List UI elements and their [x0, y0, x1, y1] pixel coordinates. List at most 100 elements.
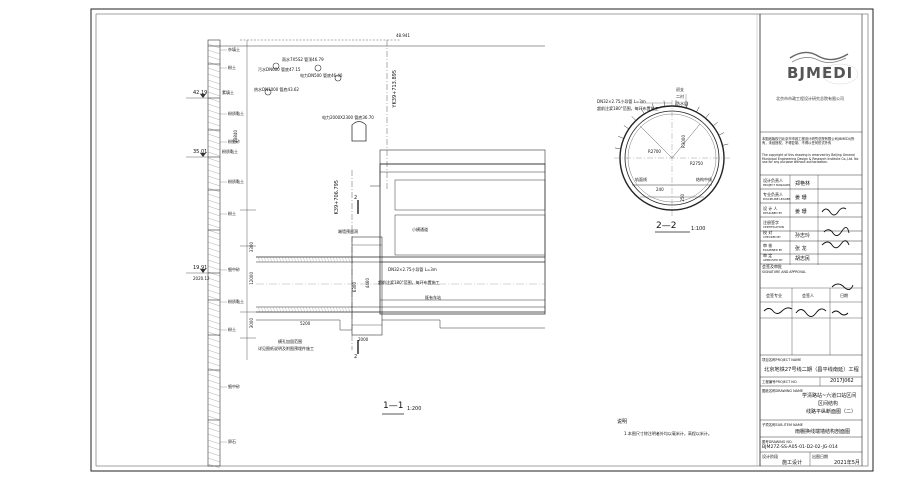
strata-hatch-line [208, 248, 220, 252]
tunnel-hatch-line [273, 257, 275, 262]
tunnel-hatch-line [303, 307, 305, 312]
tunnel-hatch-line [306, 307, 308, 312]
tunnel-hatch-line [330, 307, 332, 312]
sign-approval-en: SIGNATURE AND APPROVAL [762, 270, 806, 274]
tunnel-hatch-line [294, 257, 296, 262]
tb-person: 郑艳林 [795, 180, 810, 187]
grout-pipe-tick [722, 144, 728, 145]
grout-pipe-tick [696, 107, 699, 112]
notes-heading: 说明 [617, 420, 627, 425]
tunnel-hatch-line [324, 257, 326, 262]
strata-hatch-line [208, 140, 220, 144]
strata-label: 粉质黏土 [228, 112, 244, 116]
grout-pipe-tick [624, 126, 629, 129]
strata-hatch-line [208, 386, 220, 390]
drawing-name-3: 线路平纵断面图（二） [806, 408, 856, 415]
section-mark-bottom: 2 [354, 355, 357, 360]
tunnel-hatch-line [339, 307, 341, 312]
strata-label: 粉土 [228, 328, 236, 332]
strata-hatch-line [208, 308, 220, 312]
tunnel-hatch-line [279, 257, 281, 262]
section-2-scale: 1:100 [691, 227, 705, 232]
tunnel-hatch-line [321, 257, 323, 262]
section-2-lbl-c: 防水层 [676, 102, 688, 106]
dimension-v5: 6300 [353, 282, 357, 292]
strata-hatch-line [208, 230, 220, 234]
tunnel-hatch-line [348, 307, 350, 312]
strata-hatch-line [208, 122, 220, 126]
strata-hatch-line [208, 428, 220, 432]
elevation-3: 19.91 [193, 266, 207, 271]
sign-col-1: 会签专业 [766, 293, 782, 299]
project-name: 北京地铁27号线二期（昌平线南延）工程 [764, 366, 859, 373]
strata-hatch-line [208, 254, 220, 258]
strata-hatch-line [208, 116, 220, 120]
strata-hatch-line [208, 80, 220, 84]
strata-hatch-line [208, 92, 220, 96]
strata-hatch-line [208, 152, 220, 156]
section-mark-top: 2 [354, 196, 357, 201]
grout-pipe-tick [632, 116, 636, 120]
stage-value: 施工设计 [782, 459, 802, 466]
strata-hatch-line [208, 302, 220, 306]
strata-hatch-line [208, 326, 220, 330]
strata-hatch-line [208, 146, 220, 150]
strata-hatch-line [208, 206, 220, 210]
strata-label: 卵石 [228, 440, 236, 444]
date-value: 2021年5月 [834, 459, 860, 466]
strata-hatch-line [208, 50, 220, 54]
strata-hatch-line [208, 458, 220, 462]
strata-hatch-line [208, 212, 220, 216]
dimension-v1: 23840 [234, 130, 238, 143]
tunnel-hatch-line [288, 257, 290, 262]
strata-hatch-line [208, 410, 220, 414]
tunnel-hatch-line [327, 257, 329, 262]
project-no-label: 工程编号PROJECT NO. [762, 379, 797, 384]
grout-pipe-tick [719, 133, 724, 136]
strata-hatch-line [208, 260, 220, 264]
tunnel-hatch-line [264, 307, 266, 312]
grout-note-2: 超前注浆180°范围，每环布置施工 [378, 281, 440, 285]
tunnel-hatch-line [327, 307, 329, 312]
strata-hatch-line [208, 86, 220, 90]
dimension-v2: 3300 [250, 242, 254, 252]
tb-role-en: DESIGNED BY [763, 211, 782, 215]
date-label: 出图日期 [812, 454, 828, 460]
strata-hatch-line [208, 56, 220, 60]
section-2-lbl-b: 二衬 [676, 95, 684, 99]
tunnel-hatch-line [348, 257, 350, 262]
dimension-v3: 12000 [250, 272, 254, 285]
grout-pipe-tick [705, 114, 709, 119]
cross-label-2: 小横通道 [412, 228, 428, 232]
strata-hatch-line [208, 194, 220, 198]
section-2-dim-1: 250 [681, 194, 685, 202]
drawing-name-1: 学清路站~六道口站区间 [802, 392, 856, 399]
strata-hatch-line [208, 182, 220, 186]
grout-pipe-tick [618, 136, 624, 138]
strata-hatch-line [208, 284, 220, 288]
tunnel-hatch-line [318, 257, 320, 262]
drawing-no-label: 图号DRAWING NO. [762, 439, 792, 444]
pipe-label-4: 热水DN1000 管底43.62 [254, 88, 299, 92]
tb-role-en: EXAMINED BY [763, 248, 782, 252]
strata-hatch-line [208, 218, 220, 222]
strata-hatch-line [208, 398, 220, 402]
tunnel-hatch-line [333, 307, 335, 312]
tb-person: 张 龙 [795, 245, 807, 252]
strata-hatch-line [208, 344, 220, 348]
tunnel-hatch-line [339, 257, 341, 262]
tunnel-hatch-line [261, 257, 263, 262]
drawing-no: BJM27Z-SS-A05-01-D2-02-JG-014 [762, 445, 838, 450]
elevation-3-label: 2020.12 [193, 277, 210, 281]
elevation-2-label: 粉质黏土 [222, 150, 238, 154]
elevation-1-label: 素填土 [222, 91, 234, 95]
strata-hatch-line [208, 158, 220, 162]
strata-hatch-line [208, 404, 220, 408]
strata-hatch-line [208, 110, 220, 114]
tunnel-hatch-line [276, 257, 278, 262]
tunnel-hatch-line [273, 307, 275, 312]
strata-hatch-line [208, 356, 220, 360]
tunnel-hatch-line [300, 307, 302, 312]
